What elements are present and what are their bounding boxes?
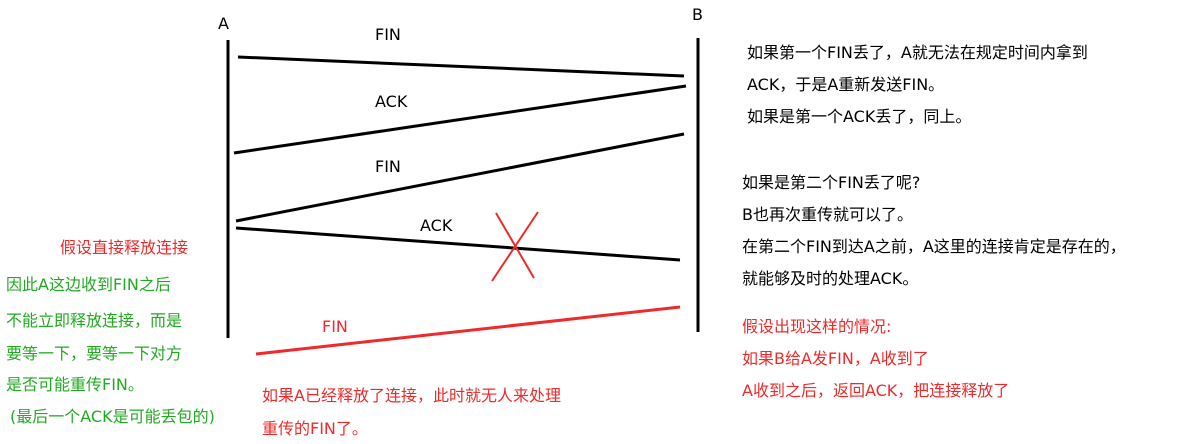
message-arrow-4: [235, 226, 681, 262]
note-left-green-line-4: 是否可能重传FIN。: [6, 375, 144, 394]
note-bottom-center-line-2: 重传的FIN了。: [262, 419, 368, 438]
message-arrow-5: [255, 305, 681, 356]
message-arrow-2: [233, 84, 687, 155]
endpoint-b-label: B: [692, 5, 703, 24]
message-label-4: ACK: [420, 216, 453, 235]
note-left-green-line-5: (最后一个ACK是可能丢包的): [10, 407, 215, 426]
note-left-release: 假设直接释放连接: [60, 238, 189, 257]
lost-packet-x-mark: [491, 211, 539, 282]
note-right-middle-line-4: 就能够及时的处理ACK。: [742, 269, 919, 288]
note-right-top-line-3: 如果是第一个ACK丢了，同上。: [747, 107, 972, 126]
note-left-green-line-3: 要等一下，要等一下对方: [6, 344, 183, 363]
message-label-2: ACK: [375, 92, 408, 111]
message-arrow-1: [237, 55, 685, 78]
message-arrow-3: [235, 132, 685, 223]
message-label-3: FIN: [375, 157, 401, 176]
note-left-green-line-2: 不能立即释放连接，而是: [6, 311, 183, 330]
note-right-bottom-line-1: 假设出现这样的情况:: [742, 317, 892, 336]
note-left-green-line-1: 因此A这边收到FIN之后: [6, 275, 171, 294]
note-right-middle-line-2: B也再次重传就可以了。: [742, 205, 913, 224]
note-bottom-center-line-1: 如果A已经释放了连接，此时就无人来处理: [262, 386, 561, 405]
message-label-1: FIN: [375, 25, 401, 44]
message-label-5: FIN: [322, 317, 348, 336]
endpoint-a-label: A: [218, 14, 229, 33]
note-right-middle-line-3: 在第二个FIN到达A之前，A这里的连接肯定是存在的，: [742, 237, 1126, 256]
note-right-middle-line-1: 如果是第二个FIN丢了呢?: [742, 173, 921, 192]
note-right-bottom-line-2: 如果B给A发FIN，A收到了: [742, 349, 929, 368]
note-right-bottom-line-3: A收到之后，返回ACK，把连接释放了: [742, 381, 1010, 400]
note-right-top-line-2: ACK，于是A重新发送FIN。: [747, 75, 945, 94]
note-right-top-line-1: 如果第一个FIN丢了，A就无法在规定时间内拿到: [747, 43, 1088, 62]
